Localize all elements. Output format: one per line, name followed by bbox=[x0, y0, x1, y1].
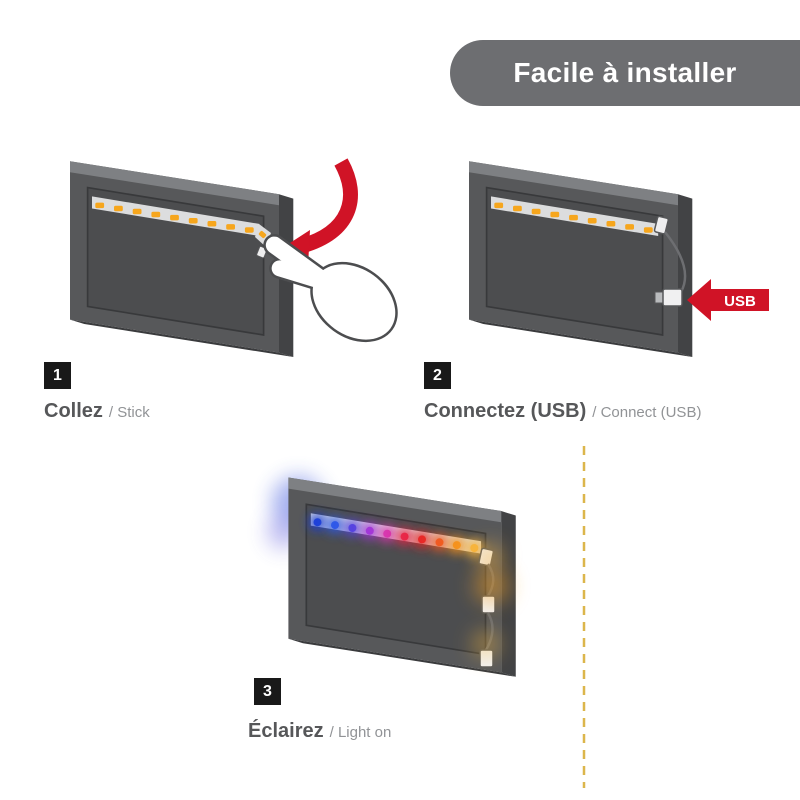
step1-title: Collez bbox=[44, 400, 103, 422]
led-strip-end-dot bbox=[258, 230, 267, 239]
step3-title: Éclairez bbox=[248, 720, 324, 742]
step2-subtitle: / Connect (USB) bbox=[592, 404, 702, 421]
step3-caption: Éclairez / Light on bbox=[248, 720, 391, 743]
header-badge-label: Facile à installer bbox=[513, 57, 737, 88]
led-glow-dots bbox=[308, 513, 484, 557]
step3-subtitle: / Light on bbox=[329, 724, 392, 741]
step1-illustration bbox=[69, 158, 388, 358]
step1-caption: Collez / Stick bbox=[44, 400, 150, 423]
step1-number-badge: 1 bbox=[44, 362, 71, 389]
cable-glow bbox=[472, 544, 510, 658]
step2-title: Connectez (USB) bbox=[424, 400, 587, 422]
tv-back-1 bbox=[69, 160, 295, 358]
step1-number: 1 bbox=[53, 366, 62, 384]
step2-illustration: USB bbox=[468, 160, 769, 358]
header-badge: Facile à installer bbox=[450, 40, 800, 106]
dashed-divider bbox=[582, 446, 586, 788]
usb-plug bbox=[654, 288, 683, 307]
usb-arrow-label: USB bbox=[724, 293, 756, 310]
step2-number-badge: 2 bbox=[424, 362, 451, 389]
tv-back-2 bbox=[468, 160, 694, 358]
step3-number: 3 bbox=[263, 682, 272, 700]
step1-subtitle: / Stick bbox=[108, 404, 150, 421]
usb-cable bbox=[664, 231, 687, 293]
step3-illustration bbox=[266, 476, 517, 678]
step2-number: 2 bbox=[433, 366, 442, 384]
step3-number-badge: 3 bbox=[254, 678, 281, 705]
step2-caption: Connectez (USB) / Connect (USB) bbox=[424, 400, 701, 423]
strip-connector bbox=[653, 215, 669, 235]
usb-arrow-icon: USB bbox=[687, 279, 769, 321]
